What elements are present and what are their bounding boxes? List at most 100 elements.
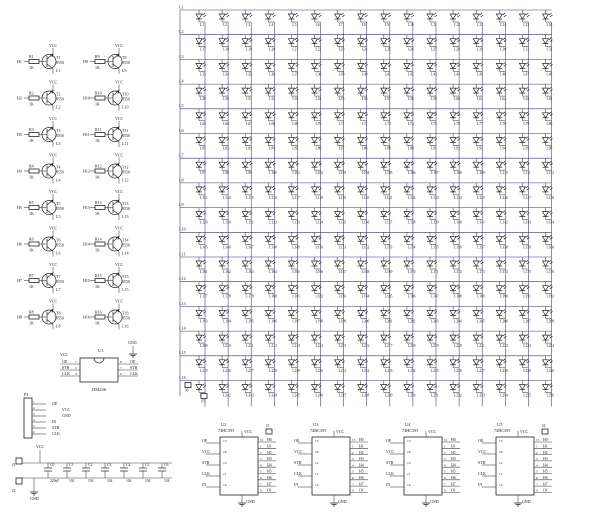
led-label: L152 [362, 245, 370, 249]
led: L217 [380, 331, 393, 348]
led-arrow-icon [225, 284, 230, 289]
transistor-value: 8550 [56, 279, 64, 284]
led: L29 [472, 34, 484, 52]
led: L202 [403, 306, 416, 323]
transistor-ref: T11 [122, 128, 128, 133]
resistor-symbol [94, 132, 106, 137]
capacitor-ref: C4 [126, 463, 131, 467]
led-label: L94 [500, 147, 506, 151]
led: L191 [518, 281, 531, 299]
pin-number: 5 [33, 424, 35, 428]
pin-label: H4 [359, 463, 364, 467]
led-arrow-icon [202, 358, 207, 364]
led-label: L232 [362, 369, 370, 373]
led-arrow-icon [340, 210, 345, 215]
jack-label: J1 [12, 462, 16, 467]
transistor-body [107, 90, 123, 106]
led-label: L12 [454, 23, 460, 27]
transistor-ref: T16 [122, 311, 128, 316]
transistor-body [107, 163, 123, 179]
shift-register-body [311, 436, 351, 496]
led-label: L156 [454, 245, 462, 249]
pin-number: 7 [444, 482, 446, 486]
pin-number: 3 [352, 457, 354, 461]
pin-number: 1 [75, 360, 77, 364]
led-label: L247 [339, 394, 347, 398]
led-label: L61 [477, 97, 483, 101]
led-arrow-icon [294, 37, 299, 42]
led-arrow-icon [387, 383, 392, 388]
led-label: L127 [523, 196, 531, 200]
led: L21 [287, 34, 299, 52]
resistor-symbol [94, 241, 106, 247]
led-label: L48 [547, 72, 553, 76]
led: L33 [195, 59, 207, 76]
pin-number: 13 [315, 439, 319, 443]
ground-icon [422, 502, 430, 507]
led-diode-icon [333, 334, 342, 341]
led-label: L195 [246, 319, 254, 323]
led-diode-icon [518, 384, 527, 391]
led-arrow-icon [340, 12, 345, 18]
driver-input: H4 [17, 169, 22, 174]
row-label: L7 [179, 153, 184, 158]
led-diode-icon [357, 260, 365, 267]
vcc-label: VCC [36, 444, 45, 449]
led-diode-icon [218, 260, 226, 267]
transistor-ref: T12 [122, 165, 128, 170]
led-arrow-icon [387, 12, 392, 18]
led-diode-icon [426, 63, 434, 70]
led-label: L59 [431, 97, 437, 101]
led-label: L51 [246, 97, 252, 101]
led-diode-icon [449, 235, 457, 242]
led-arrow-icon [433, 160, 438, 166]
led-label: L135 [339, 221, 347, 225]
transistor-ref: T8 [56, 311, 60, 316]
led-label: L132 [269, 221, 277, 225]
led-diode-icon [518, 334, 527, 341]
led: L207 [518, 306, 531, 323]
led-diode-icon [264, 137, 272, 144]
led-label: L2 [223, 23, 227, 27]
led: L226 [218, 355, 231, 373]
led-label: L118 [316, 196, 324, 200]
led-diode-icon [264, 112, 272, 119]
gnd-label: GND [338, 499, 347, 504]
led-label: L133 [292, 221, 300, 225]
led-diode-icon [541, 285, 550, 292]
pin-number: 15 [260, 438, 264, 442]
led-diode-icon [333, 359, 342, 366]
pin-label: H2 [543, 451, 548, 455]
led: L41 [380, 59, 392, 76]
led-arrow-icon [271, 383, 276, 388]
led-arrow-icon [433, 12, 438, 18]
led-arrow-icon [479, 62, 484, 67]
jack-label: J1 [266, 423, 270, 428]
led-arrow-icon [363, 284, 368, 289]
led-label: L169 [385, 270, 393, 274]
led-diode-icon [449, 87, 457, 94]
led: L22 [310, 34, 322, 52]
pin-label: H0 [267, 438, 272, 442]
led: L124 [449, 182, 462, 200]
led-arrow-icon [202, 62, 207, 67]
led-diode-icon [495, 112, 503, 119]
led-label: L54 [316, 97, 322, 101]
led-arrow-icon [294, 309, 299, 314]
led-diode-icon [195, 137, 203, 144]
led: L247 [333, 380, 347, 398]
led: L181 [287, 281, 300, 299]
led-diode-icon [218, 38, 226, 45]
led-diode-icon [195, 161, 203, 168]
led-diode-icon [541, 384, 550, 391]
led-diode-icon [449, 38, 457, 45]
led-arrow-icon [271, 235, 276, 240]
led-diode-icon [472, 235, 480, 242]
row-label: L4 [179, 79, 185, 84]
led-diode-icon [426, 334, 434, 341]
led-arrow-icon [248, 284, 253, 289]
pin-label: H2 [267, 451, 272, 455]
led-label: L66 [223, 122, 229, 126]
